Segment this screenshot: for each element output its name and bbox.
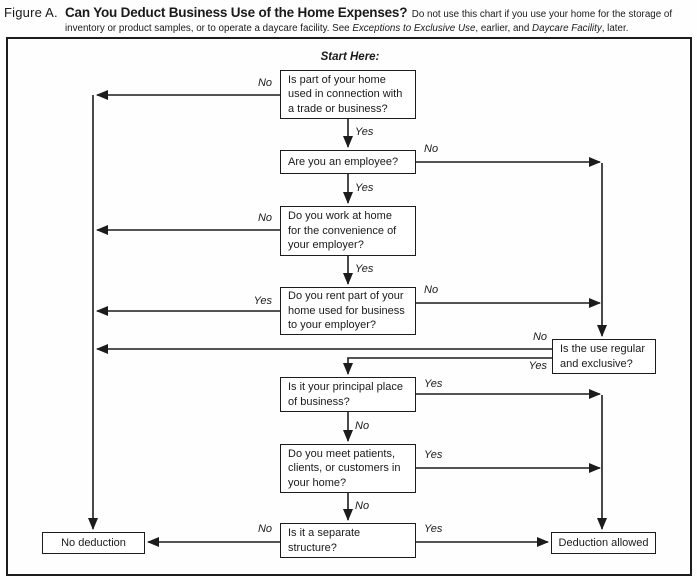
label-d5-yes: Yes	[528, 360, 547, 372]
label-d3-no: No	[257, 212, 272, 224]
figure-note-line2: inventory or product samples, or to oper…	[65, 23, 629, 34]
decision-are-you-employee: Are you an employee?	[280, 150, 416, 174]
figure-label: Figure A.	[4, 5, 58, 20]
label-d3-yes: Yes	[355, 263, 374, 275]
label-d6-yes: Yes	[424, 378, 443, 390]
label-d7-no: No	[355, 500, 370, 512]
terminal-deduction-allowed: Deduction allowed	[551, 532, 656, 554]
chart-border	[6, 37, 692, 576]
label-d1-yes: Yes	[355, 126, 374, 138]
decision-rent-to-employer: Do you rent part of your home used for b…	[280, 287, 416, 335]
label-d2-yes: Yes	[355, 182, 374, 194]
decision-principal-place: Is it your principal place of business?	[280, 377, 416, 412]
label-d1-no: No	[257, 77, 272, 89]
label-d8-yes: Yes	[424, 523, 443, 535]
figure-title: Can You Deduct Business Use of the Home …	[65, 5, 408, 20]
figure-note-line1: Do not use this chart if you use your ho…	[411, 9, 673, 20]
label-d4-yes: Yes	[253, 295, 272, 307]
decision-trade-or-business: Is part of your home used in connection …	[280, 70, 416, 119]
decision-separate-structure: Is it a separate structure?	[280, 523, 416, 558]
decision-work-at-home: Do you work at home for the convenience …	[280, 206, 416, 256]
label-d8-no: No	[257, 523, 272, 535]
label-d6-no: No	[355, 420, 370, 432]
label-d2-no: No	[424, 143, 439, 155]
label-d7-yes: Yes	[424, 449, 443, 461]
terminal-no-deduction: No deduction	[42, 532, 145, 554]
label-d4-no: No	[424, 284, 439, 296]
decision-meet-patients: Do you meet patients, clients, or custom…	[280, 444, 416, 493]
start-here-label: Start Here:	[320, 51, 380, 63]
label-d5-no: No	[532, 331, 547, 343]
decision-regular-exclusive: Is the use regular and exclusive?	[552, 339, 656, 374]
